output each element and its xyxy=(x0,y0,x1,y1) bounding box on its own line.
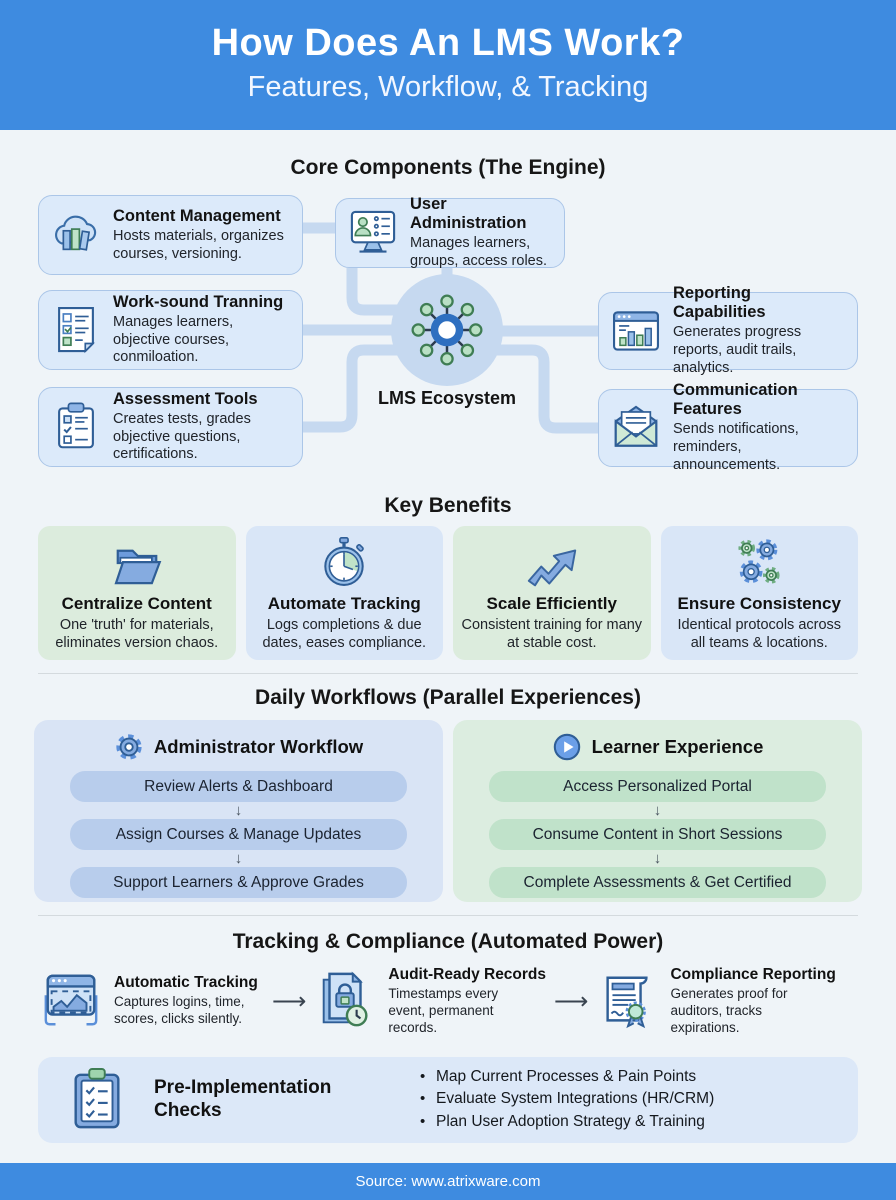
admin-step-3: Support Learners & Approve Grades xyxy=(70,867,407,898)
tracking-desc: Captures logins, time, scores, clicks si… xyxy=(114,994,245,1027)
page-subtitle: Features, Workflow, & Tracking xyxy=(247,71,649,103)
learner-step-2: Consume Content in Short Sessions xyxy=(489,819,826,850)
clipboard-checks-icon xyxy=(74,1067,120,1128)
benefit-automate-tracking: Automate Tracking Logs completions & due… xyxy=(245,526,443,660)
benefit-desc: One 'truth' for materials, eliminates ve… xyxy=(55,617,219,651)
folder-icon xyxy=(114,549,162,585)
card-desc: Sends notifications, reminders, announce… xyxy=(673,421,799,473)
gears-icon xyxy=(738,539,780,584)
learner-step-3: Complete Assessments & Get Certified xyxy=(489,867,826,898)
lms-ecosystem-hub xyxy=(391,274,503,386)
source-link: Source: www.atrixware.com xyxy=(355,1173,541,1190)
benefit-desc: Consistent training for many at stable c… xyxy=(461,617,643,651)
benefit-title: Centralize Content xyxy=(61,594,212,613)
network-hub-icon xyxy=(411,294,483,366)
down-arrow-icon: ↓ xyxy=(653,802,662,819)
cloud-books-icon xyxy=(55,215,97,251)
card-reporting-capabilities: Reporting Capabilities Generates progres… xyxy=(598,284,858,376)
benefits-section-heading: Key Benefits xyxy=(384,494,512,517)
workflows-section-heading: Daily Workflows (Parallel Experiences) xyxy=(255,686,641,709)
gear-icon xyxy=(116,734,142,760)
section-divider xyxy=(38,915,858,916)
pre-implementation-panel: Pre-Implementation Checks Map Current Pr… xyxy=(38,1056,858,1143)
tracking-item-automatic: Automatic Tracking Captures logins, time… xyxy=(40,970,264,1032)
tracking-title: Compliance Reporting xyxy=(670,966,836,983)
admin-workflow-panel: Administrator Workflow Review Alerts & D… xyxy=(34,720,443,902)
card-desc: Manages learners, objective courses, con… xyxy=(113,313,234,366)
right-arrow-icon: ⟶ xyxy=(272,987,307,1015)
admin-workflow-title: Administrator Workflow xyxy=(153,736,364,757)
checks-list: Map Current Processes & Pain Points Eval… xyxy=(420,1066,714,1133)
core-section-heading: Core Components (The Engine) xyxy=(290,156,606,179)
benefit-centralize-content: Centralize Content One 'truth' for mater… xyxy=(38,526,236,660)
card-title: Communication Features xyxy=(673,381,798,419)
check-item-2: Evaluate System Integrations (HR/CRM) xyxy=(420,1088,714,1110)
down-arrow-icon: ↓ xyxy=(653,850,662,867)
page-title: How Does An LMS Work? xyxy=(211,22,685,64)
admin-step-1: Review Alerts & Dashboard xyxy=(70,771,407,802)
benefit-title: Automate Tracking xyxy=(267,594,421,613)
card-title: Content Management xyxy=(113,206,281,225)
learner-step-1: Access Personalized Portal xyxy=(489,771,826,802)
benefits-row: Centralize Content One 'truth' for mater… xyxy=(0,526,896,660)
window-graph-icon xyxy=(44,974,98,1026)
workflows-row: Administrator Workflow Review Alerts & D… xyxy=(0,720,896,902)
tracking-item-audit: Audit-Ready Records Timestamps every eve… xyxy=(314,966,546,1037)
down-arrow-icon: ↓ xyxy=(234,802,243,819)
benefit-title: Ensure Consistency xyxy=(677,594,841,613)
benefit-title: Scale Efficiently xyxy=(486,594,617,613)
benefit-desc: Logs completions & due dates, eases comp… xyxy=(262,617,427,651)
window-bar-chart-icon xyxy=(613,311,659,351)
card-title: Assessment Tools xyxy=(113,389,258,408)
benefit-scale-efficiently: Scale Efficiently Consistent training fo… xyxy=(453,526,651,660)
card-desc: Generates progress reports, audit trails… xyxy=(673,324,802,376)
tracking-section-heading: Tracking & Compliance (Automated Power) xyxy=(232,930,664,953)
play-icon xyxy=(553,733,580,761)
envelope-icon xyxy=(614,405,658,447)
stopwatch-icon xyxy=(324,537,365,586)
card-work-sound-training: Work-sound Tranning Manages learners, ob… xyxy=(38,290,303,370)
section-divider xyxy=(38,673,858,674)
card-title: Reporting Capabilities xyxy=(673,284,766,322)
card-user-administration: User Administration Manages learners, gr… xyxy=(335,195,565,269)
benefit-desc: Identical protocols across all teams & l… xyxy=(677,617,842,651)
benefit-ensure-consistency: Ensure Consistency Identical protocols a… xyxy=(660,526,858,660)
card-desc: Manages learners, groups, access roles. xyxy=(410,235,548,269)
card-assessment-tools: Assessment Tools Creates tests, grades o… xyxy=(38,387,303,467)
card-communication-features: Communication Features Sends notificatio… xyxy=(598,381,858,473)
tracking-desc: Generates proof for auditors, tracks exp… xyxy=(670,986,788,1035)
learner-experience-panel: Learner Experience Access Personalized P… xyxy=(453,720,862,902)
header-banner: How Does An LMS Work? Features, Workflow… xyxy=(0,0,896,130)
trend-arrow-icon xyxy=(527,549,576,587)
card-content-management: Content Management Hosts materials, orga… xyxy=(38,195,303,275)
tracking-row: Automatic Tracking Captures logins, time… xyxy=(0,966,896,1037)
learner-experience-title: Learner Experience xyxy=(591,736,764,757)
down-arrow-icon: ↓ xyxy=(234,850,243,867)
check-item-1: Map Current Processes & Pain Points xyxy=(420,1066,714,1088)
checks-title: Pre-Implementation Checks xyxy=(154,1076,332,1121)
clipboard-checklist-icon xyxy=(58,402,94,449)
tracking-desc: Timestamps every event, permanent record… xyxy=(388,986,499,1035)
monitor-user-icon xyxy=(350,210,396,253)
document-lock-clock-icon xyxy=(323,971,368,1027)
check-item-3: Plan User Adoption Strategy & Training xyxy=(420,1111,714,1133)
card-title: Work-sound Tranning xyxy=(113,292,284,311)
document-checklist-icon xyxy=(58,307,95,354)
card-desc: Hosts materials, organizes courses, vers… xyxy=(113,227,284,262)
tracking-item-compliance: Compliance Reporting Generates proof for… xyxy=(596,966,836,1037)
admin-step-2: Assign Courses & Manage Updates xyxy=(70,819,407,850)
card-title: User Administration xyxy=(410,195,527,233)
right-arrow-icon: ⟶ xyxy=(554,987,589,1015)
core-components-diagram: LMS Ecosystem Content Management Hosts m… xyxy=(0,190,896,484)
tracking-title: Audit-Ready Records xyxy=(388,966,547,983)
tracking-title: Automatic Tracking xyxy=(114,974,258,992)
card-desc: Creates tests, grades objective question… xyxy=(113,410,251,463)
certificate-icon xyxy=(606,976,649,1029)
hub-label: LMS Ecosystem xyxy=(377,388,517,408)
footer-bar: Source: www.atrixware.com xyxy=(0,1163,896,1200)
